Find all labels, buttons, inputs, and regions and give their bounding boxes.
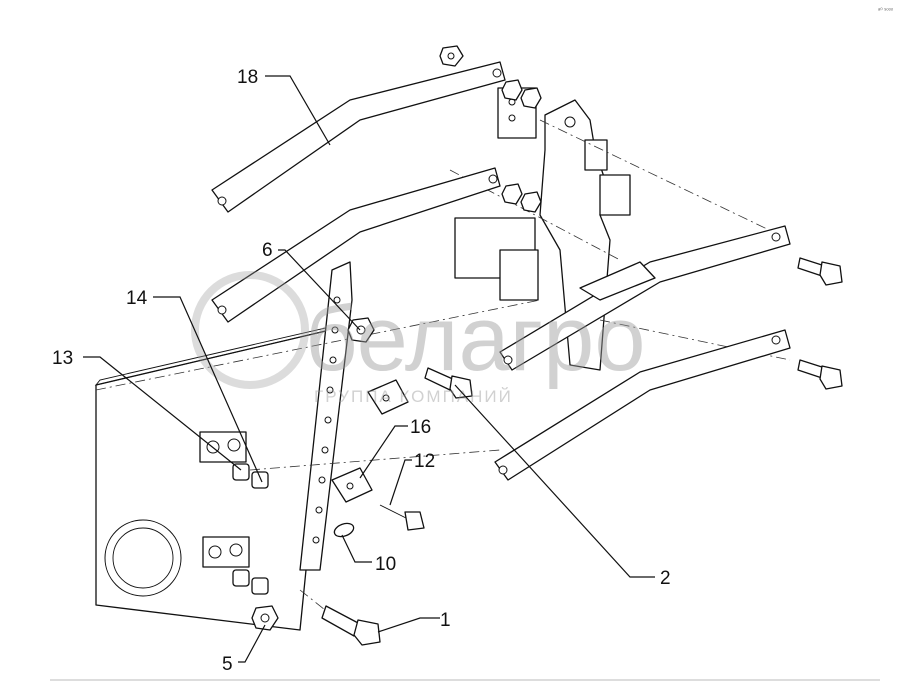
watermark-tagline: ГРУППА КОМПАНИЙ <box>314 387 513 406</box>
callout-12: 12 <box>414 451 435 472</box>
strap-bar-right-lower <box>494 329 791 481</box>
nut-part-5 <box>251 605 279 631</box>
callout-1: 1 <box>440 610 451 631</box>
bolt-right-lower <box>797 359 843 390</box>
bolt-part-2 <box>424 367 473 399</box>
strap-bar-upper-middle <box>211 167 501 323</box>
callout-5: 5 <box>222 654 233 675</box>
bolt-right-upper <box>797 257 843 286</box>
corner-mark: ᵃ⁰ ˢᵒᵒᵒ <box>878 7 894 14</box>
callout-10: 10 <box>375 554 396 575</box>
bolt-part-1 <box>321 605 381 646</box>
callout-18: 18 <box>237 67 258 88</box>
callout-13: 13 <box>52 348 73 369</box>
leader-lines <box>83 75 655 663</box>
strap-bar-right-middle <box>579 261 656 301</box>
bushings-part-13-14 <box>232 463 269 595</box>
top-nut <box>439 45 464 67</box>
watermark-name: белагро <box>305 288 646 390</box>
clevis-part-16 <box>331 379 409 503</box>
callout-6: 6 <box>262 240 273 261</box>
callout-2: 2 <box>660 568 671 589</box>
pin-part-12 <box>379 504 425 531</box>
nuts-upper-pair <box>501 79 542 213</box>
ring-part-10 <box>333 522 355 538</box>
callout-16: 16 <box>410 417 431 438</box>
callout-labels: 18 6 14 13 16 12 10 2 1 5 <box>52 67 671 675</box>
brand-watermark: белагро ГРУППА КОМПАНИЙ <box>191 271 646 406</box>
callout-14: 14 <box>126 288 148 309</box>
vertical-bracket-strip <box>299 261 353 571</box>
strap-bar-right-upper <box>499 225 791 371</box>
strap-bar-18 <box>211 61 506 213</box>
